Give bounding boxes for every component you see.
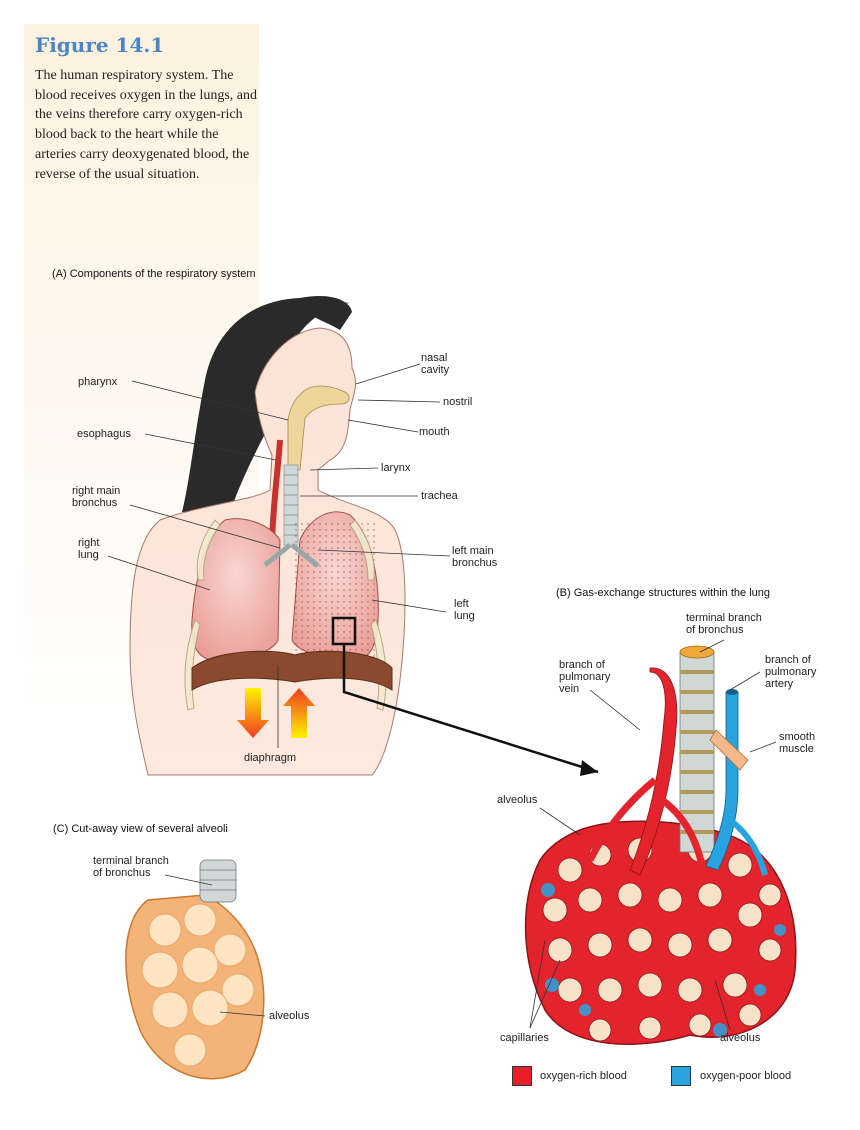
label-pharynx: pharynx bbox=[78, 376, 118, 388]
terminal-bronchus-b bbox=[679, 645, 715, 853]
label-mouth: mouth bbox=[419, 426, 450, 438]
label-alveolus-c: alveolus bbox=[269, 1010, 310, 1022]
figure-caption: The human respiratory system. The blood … bbox=[35, 68, 258, 182]
panel-c-title: (C) Cut-away view of several alveoli bbox=[53, 823, 228, 835]
label-pulmonary-vein: branch of pulmonary vein bbox=[559, 659, 611, 695]
label-esophagus: esophagus bbox=[77, 428, 131, 440]
label-alveolus-top: alveolus bbox=[497, 794, 538, 806]
torso-figure bbox=[129, 295, 599, 776]
smooth-muscle bbox=[709, 729, 749, 771]
panel-a-title: (A) Components of the respiratory system bbox=[52, 268, 256, 280]
down-arrow-icon bbox=[237, 688, 269, 738]
label-pulmonary-artery: branch of pulmonary artery bbox=[765, 654, 817, 690]
panel-b-title: (B) Gas-exchange structures within the l… bbox=[556, 587, 770, 599]
diaphragm-shape bbox=[191, 650, 393, 691]
caption-panel bbox=[24, 24, 259, 262]
pulmonary-artery bbox=[705, 691, 739, 871]
gas-exchange-cluster bbox=[524, 645, 797, 1045]
legend-swatch-oxygen-poor bbox=[671, 1066, 691, 1086]
alveoli-cutaway bbox=[125, 859, 266, 1080]
label-right-lung: right lung bbox=[78, 537, 100, 561]
up-arrow-icon bbox=[283, 688, 315, 738]
label-larynx: larynx bbox=[381, 462, 411, 474]
label-left-lung: left lung bbox=[454, 598, 475, 622]
zoom-arrowhead bbox=[580, 760, 598, 776]
terminal-bronchus-c bbox=[199, 859, 237, 903]
panel-a-leader-lines bbox=[107, 363, 451, 748]
label-capillaries: capillaries bbox=[500, 1032, 549, 1044]
label-alveolus-bottom: alveolus bbox=[720, 1032, 761, 1044]
label-nasal-cavity: nasal cavity bbox=[421, 352, 450, 376]
label-nostril: nostril bbox=[443, 396, 473, 408]
legend-swatch-oxygen-rich bbox=[512, 1066, 532, 1086]
label-left-main-bronchus: left main bronchus bbox=[452, 545, 498, 569]
label-terminal-branch-c: terminal branch of bronchus bbox=[93, 855, 169, 879]
label-smooth-muscle: smooth muscle bbox=[779, 731, 816, 755]
label-right-main-bronchus: right main bronchus bbox=[72, 485, 121, 509]
label-trachea: trachea bbox=[421, 490, 458, 502]
legend-label-oxygen-rich: oxygen-rich blood bbox=[540, 1070, 627, 1082]
panel-b-leader-lines bbox=[529, 639, 777, 1031]
label-diaphragm: diaphragm bbox=[244, 752, 296, 764]
label-terminal-branch-b: terminal branch of bronchus bbox=[686, 612, 762, 636]
legend-label-oxygen-poor: oxygen-poor blood bbox=[700, 1070, 792, 1082]
figure-title: Figure 14.1 bbox=[35, 33, 165, 57]
pulmonary-vein bbox=[629, 667, 678, 876]
